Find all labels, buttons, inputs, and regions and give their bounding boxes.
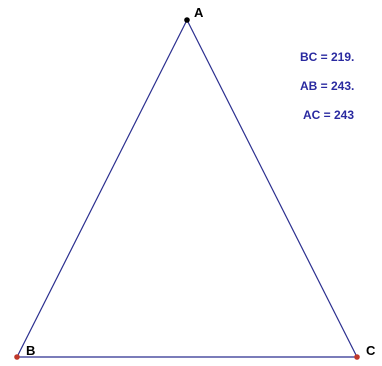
segment-ac bbox=[186, 19, 358, 358]
segment-ab bbox=[16, 19, 188, 358]
vertex-label-c: C bbox=[366, 343, 376, 358]
vertex-label-b: B bbox=[26, 343, 35, 358]
vertex-point-b bbox=[14, 354, 20, 360]
vertex-point-a bbox=[184, 17, 190, 23]
measurement-label: BC = 219. bbox=[300, 50, 354, 64]
measurement-label: AC = 243 bbox=[303, 108, 354, 122]
vertex-label-a: A bbox=[194, 5, 204, 20]
measurement-label: AB = 243. bbox=[300, 79, 354, 93]
vertex-point-c bbox=[354, 354, 360, 360]
